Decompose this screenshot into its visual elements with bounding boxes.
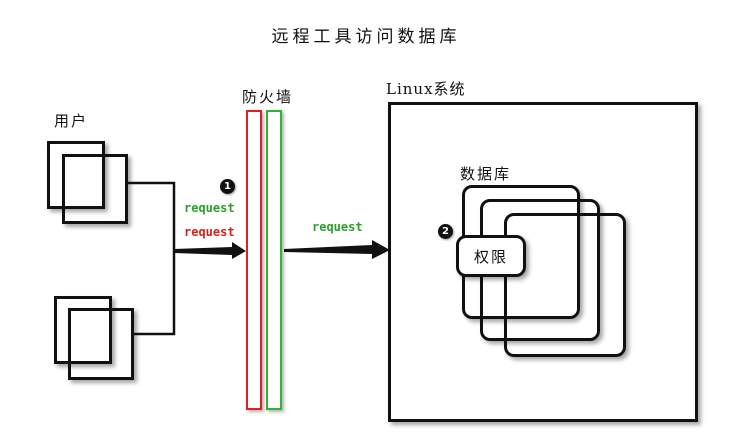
request-green-label: request (184, 201, 235, 215)
diagram-title: 远程工具访问数据库 (271, 27, 461, 47)
user-2-link (131, 252, 176, 336)
firewall-green-wall (266, 110, 282, 410)
firewall-red-wall (246, 110, 262, 410)
user-label: 用户 (54, 112, 89, 130)
database-box-3 (504, 213, 626, 357)
linux-label: Linux系统 (386, 80, 466, 98)
user-2-front (68, 308, 134, 380)
permission-box: 权限 (456, 235, 526, 277)
user-1-back (47, 141, 105, 209)
arrow-to-linux (284, 240, 390, 259)
user-1-front (62, 154, 128, 224)
request-right-label: request (312, 220, 363, 234)
step-2-badge: 2 (438, 224, 453, 239)
firewall-label: 防火墙 (242, 88, 294, 106)
database-label: 数据库 (460, 165, 512, 183)
linux-system-box (388, 102, 698, 422)
request-red-label: request (184, 225, 235, 239)
arrow-to-firewall (174, 242, 246, 259)
user-2-back (54, 296, 112, 364)
user-1-link (126, 181, 176, 252)
step-1-badge: 1 (220, 179, 235, 194)
